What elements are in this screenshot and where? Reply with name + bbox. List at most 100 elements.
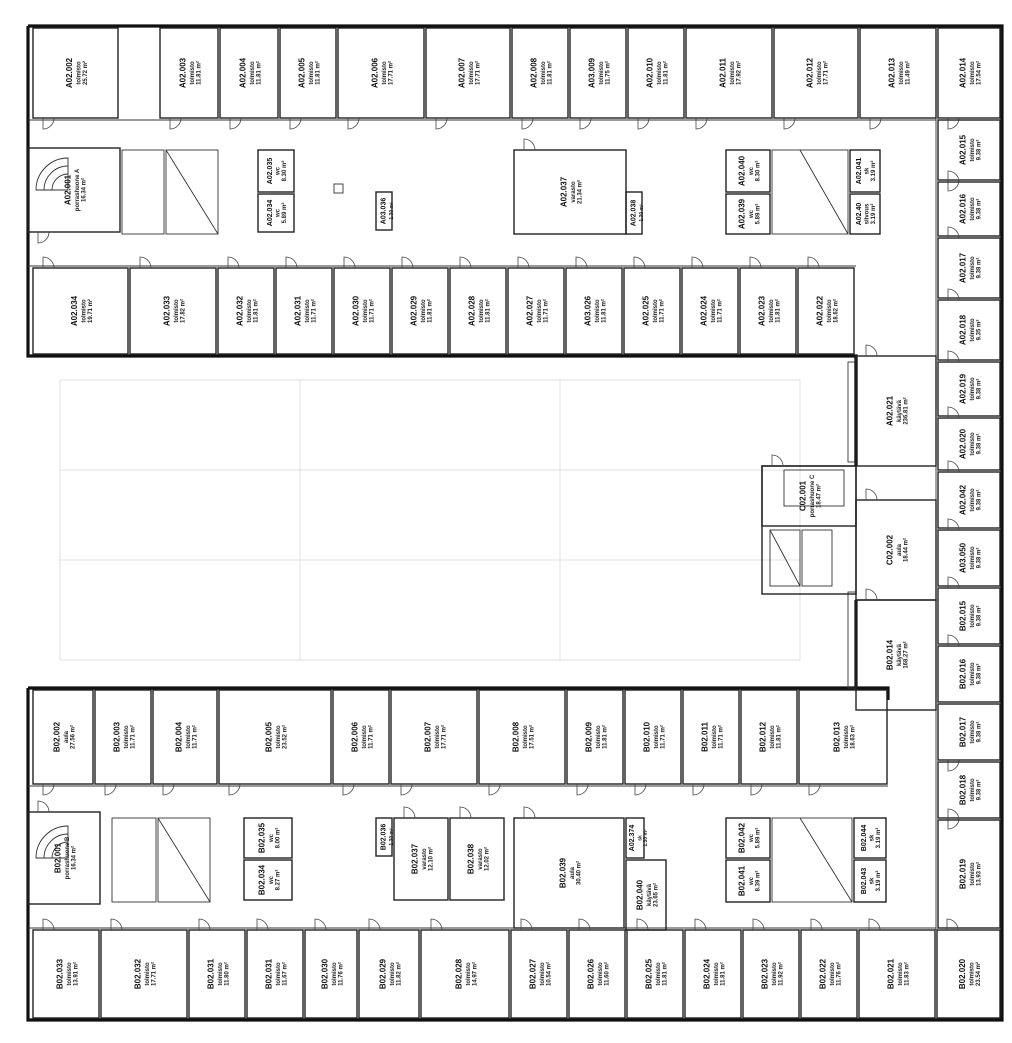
room-detail: 16.34 m² xyxy=(80,178,87,202)
room-outline xyxy=(511,27,569,119)
room-outline xyxy=(937,529,1001,587)
room-detail: tolmisto xyxy=(714,962,720,986)
stairs xyxy=(35,149,853,903)
room-detail: tolmisto xyxy=(421,299,427,323)
room-outline xyxy=(725,859,771,903)
room-detail: 9.38 m² xyxy=(975,379,982,400)
room-detail: 11.81 m² xyxy=(775,725,782,749)
room-detail: tolmisto xyxy=(276,962,282,986)
room-outline xyxy=(375,191,393,231)
door-swing xyxy=(42,117,55,130)
room-detail: 11.81 m² xyxy=(661,962,668,986)
spiral-stair-b-arc xyxy=(51,841,69,859)
room-outline xyxy=(566,689,624,785)
shaft-a-diagonal xyxy=(165,149,219,235)
room-outline xyxy=(27,147,121,233)
shaft-b-diagonal xyxy=(157,817,211,903)
room-id: A02.030 xyxy=(351,295,360,326)
room-detail: 14.97 m² xyxy=(471,962,478,986)
door-swing xyxy=(523,806,536,819)
room-detail: 21.34 m² xyxy=(576,180,583,204)
room-detail: tolmisto xyxy=(523,725,529,749)
room-detail: 19.71 m² xyxy=(87,299,94,323)
room-id: B02.030 xyxy=(320,958,329,989)
door-swing xyxy=(576,783,589,796)
room-detail: porrashuone C xyxy=(810,474,816,517)
room-detail: 17.71 m² xyxy=(150,962,157,986)
room-id: A03.036 xyxy=(381,198,388,225)
room-detail: tolmisto xyxy=(479,299,485,323)
room-detail: 11.80 m² xyxy=(223,962,230,986)
room-detail: tolmisto xyxy=(970,138,976,162)
room-detail: tolmisto xyxy=(970,488,976,512)
room-detail: 9.38 m² xyxy=(975,722,982,743)
room-id: B02.024 xyxy=(702,958,711,989)
room-detail: 8.00 m² xyxy=(274,828,281,849)
room-outline xyxy=(425,27,511,119)
room-id: A03.050 xyxy=(958,542,967,573)
room-detail: tolmisto xyxy=(970,197,976,221)
room-outline xyxy=(937,645,1001,703)
room-id: A02.012 xyxy=(805,57,814,88)
room-outline xyxy=(100,929,188,1019)
door-swing xyxy=(947,518,960,531)
room-id: A02.017 xyxy=(958,252,967,283)
room-detail: 17.54 m² xyxy=(975,61,982,85)
room-detail: 17.71 m² xyxy=(387,61,394,85)
shaft-b-left xyxy=(111,817,157,903)
room-outline xyxy=(32,689,94,785)
room-detail: 11.71 m² xyxy=(191,725,198,749)
room-outline xyxy=(761,465,857,527)
room-detail: tolmisto xyxy=(186,725,192,749)
room-id: B02.004 xyxy=(174,721,183,752)
room-detail: siivous xyxy=(865,203,871,224)
room-outline xyxy=(773,27,859,119)
room-detail: 11.81 m² xyxy=(484,299,491,323)
room-id: A02.003 xyxy=(178,57,187,88)
door-swing xyxy=(947,226,960,239)
door-swing xyxy=(947,288,960,301)
door-swing xyxy=(400,783,413,796)
room-outline xyxy=(375,817,393,857)
room-outline xyxy=(742,929,800,1019)
door-swing xyxy=(695,117,708,130)
room-id: B02.017 xyxy=(958,716,967,747)
room-id: B02.010 xyxy=(642,721,651,752)
door-swing xyxy=(947,634,960,647)
room-outline xyxy=(219,27,279,119)
room-detail: 12.02 m² xyxy=(483,847,490,871)
room-id: B02.009 xyxy=(584,721,593,752)
room-id: B02.002 xyxy=(52,721,61,752)
